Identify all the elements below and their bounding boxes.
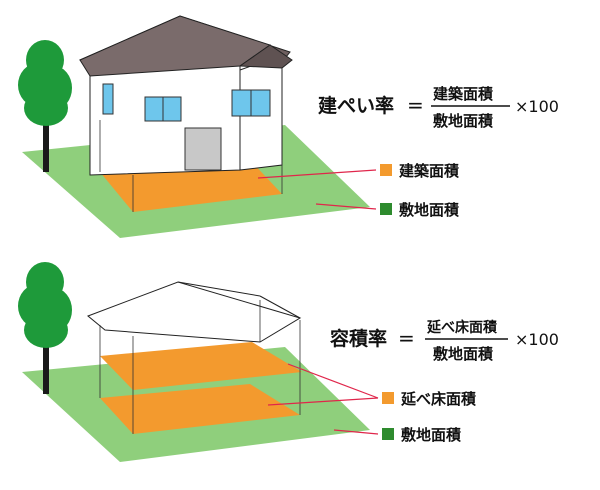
formula-equals: = — [407, 93, 424, 117]
legend-label-site-area: 敷地面積 — [399, 201, 460, 219]
leader-line-site-area — [333, 429, 379, 435]
leader-line-building-area — [257, 169, 377, 179]
floor-level-1 — [100, 384, 300, 434]
door — [184, 127, 222, 171]
floor-level-2 — [100, 342, 302, 390]
legend-swatch-orange — [380, 164, 392, 176]
formula-denominator: 敷地面積 — [433, 112, 494, 130]
legend-label-site-area: 敷地面積 — [401, 426, 462, 444]
coverage-illustration — [18, 15, 377, 238]
leader-line-lower-floor — [267, 397, 379, 406]
formula-equals: = — [398, 326, 415, 350]
leader-line-site-area — [315, 203, 377, 210]
legend-swatch-green — [382, 428, 394, 440]
formula-multiplier: ×100 — [515, 97, 559, 116]
leader-line-upper-floor — [287, 363, 379, 399]
formula-denominator: 敷地面積 — [433, 345, 494, 363]
far-illustration — [18, 262, 379, 462]
coverage-legend: 建築面積 敷地面積 — [380, 162, 460, 219]
roof-outline — [87, 281, 302, 343]
formula-numerator: 延べ床面積 — [426, 319, 498, 336]
formula-multiplier: ×100 — [515, 330, 559, 349]
formula-numerator: 建築面積 — [433, 85, 494, 103]
tree-icon — [18, 40, 72, 172]
formula-lhs: 建ぺい率 — [318, 94, 394, 117]
formula-lhs: 容積率 — [330, 327, 387, 350]
legend-swatch-orange — [382, 392, 394, 404]
tree-icon — [18, 262, 72, 394]
far-legend: 延べ床面積 敷地面積 — [382, 390, 477, 444]
legend-swatch-green — [380, 203, 392, 215]
far-formula: 容積率 = 延べ床面積 敷地面積 ×100 — [330, 319, 559, 363]
window-left — [102, 83, 114, 115]
legend-label-building-area: 建築面積 — [399, 162, 460, 180]
coverage-formula: 建ぺい率 = 建築面積 敷地面積 ×100 — [318, 85, 559, 130]
legend-label-total-floor-area: 延べ床面積 — [400, 390, 477, 408]
